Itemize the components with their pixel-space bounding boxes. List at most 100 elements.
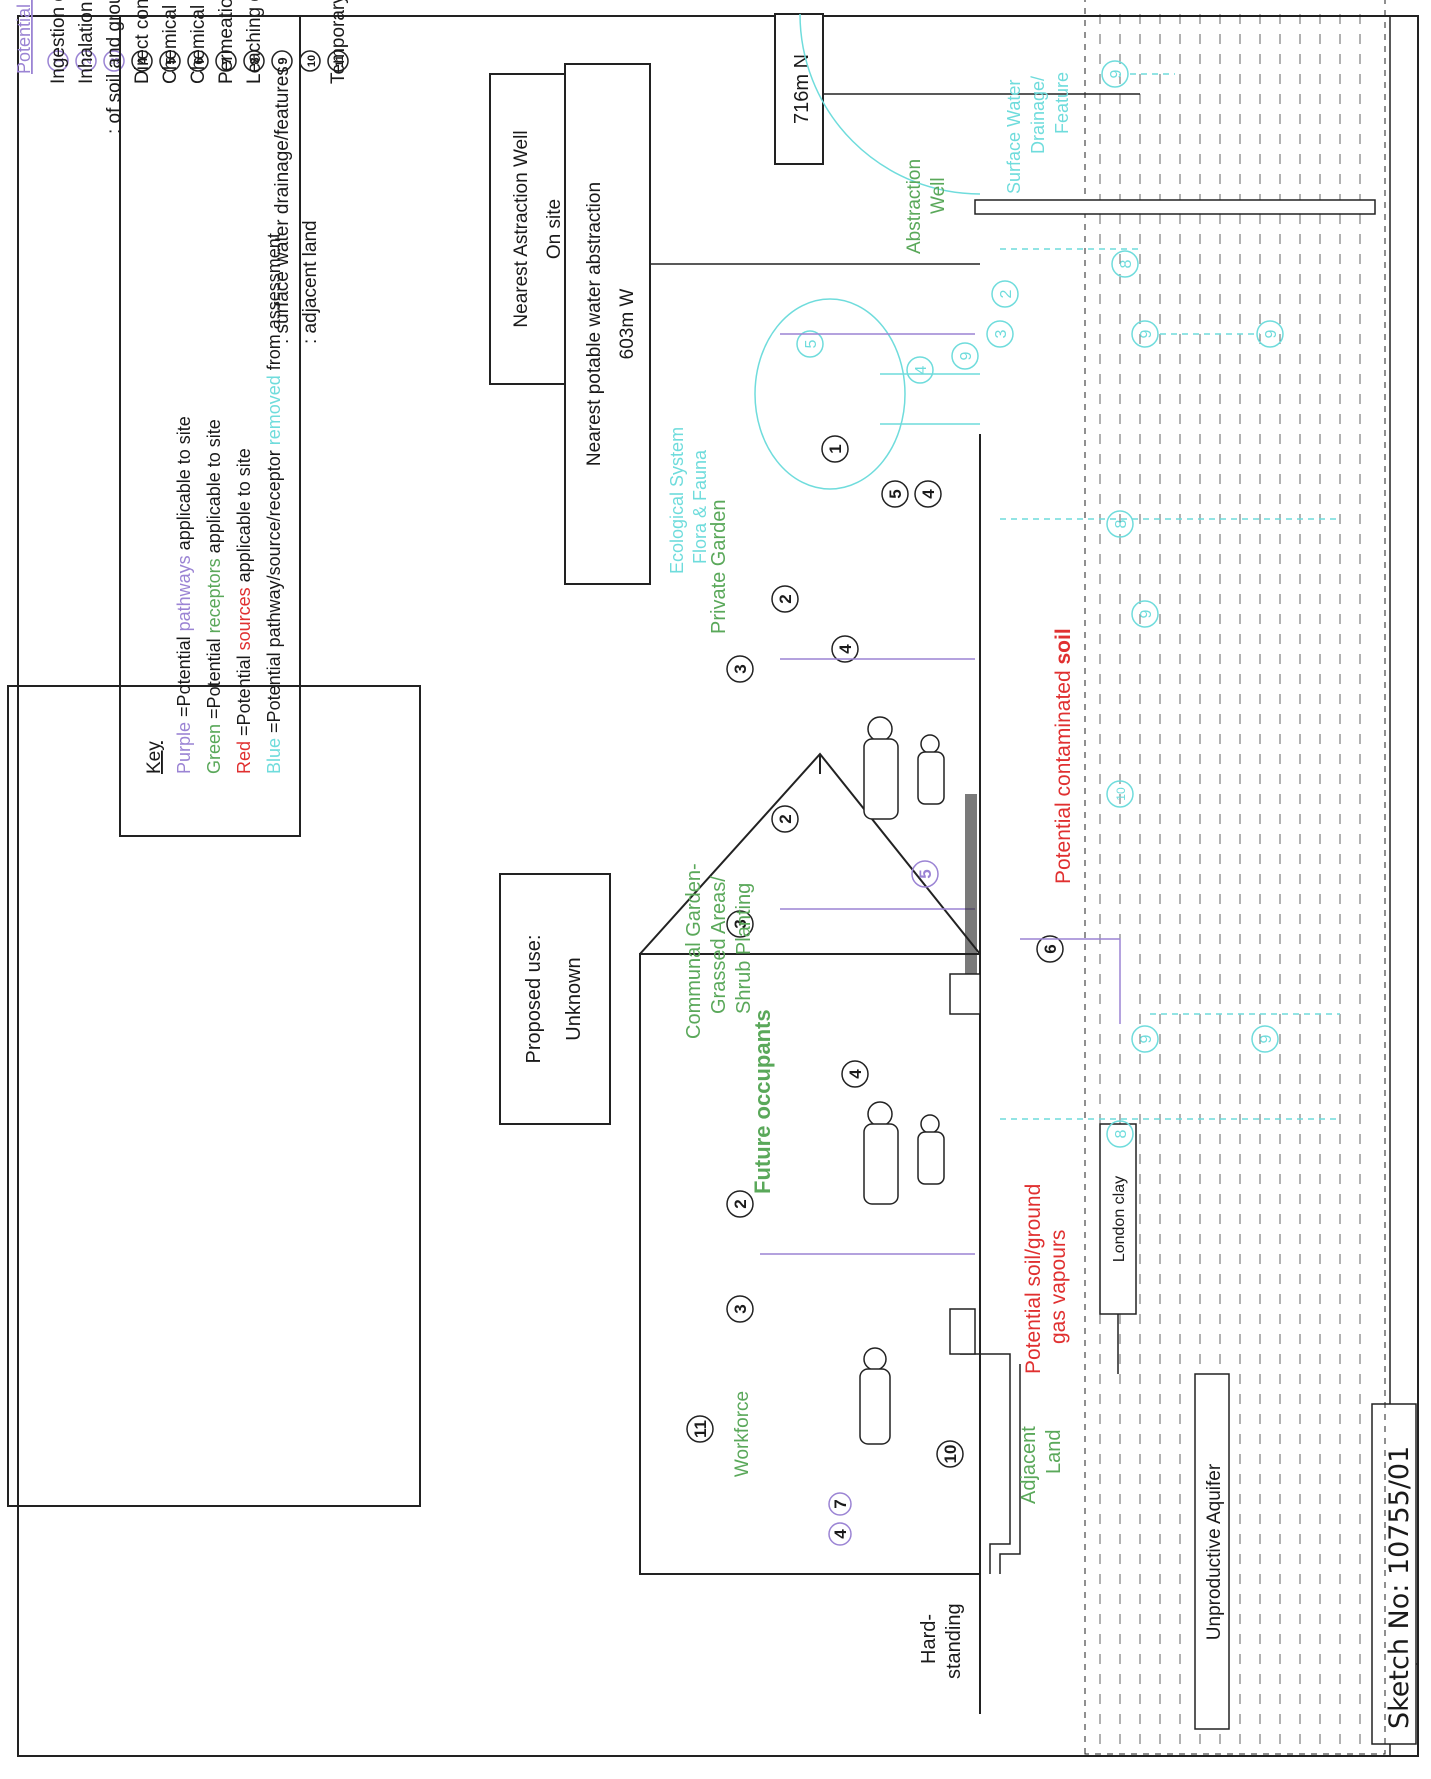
pathway-num: 8 (247, 57, 262, 64)
marker-label: 4 (836, 644, 855, 654)
pathway-num: 3 (107, 57, 122, 64)
marker-label: 2 (998, 289, 1015, 298)
marker-label: 7 (831, 1499, 850, 1508)
workforce-label: Workforce (732, 1391, 753, 1477)
marker-label: 2 (776, 594, 795, 603)
sheet-border (17, 15, 1419, 1757)
leaching-arrows (1000, 73, 1340, 1120)
aquifer-box (1194, 1373, 1230, 1730)
key-tail: applicable to site (204, 419, 224, 553)
communal-line1: Communal Garden- (683, 863, 705, 1039)
pathways-box (7, 685, 421, 1507)
pathway-marker (327, 50, 349, 72)
aquifer-block (1084, 0, 1386, 1755)
marker-label: 9 (1138, 609, 1155, 618)
pathway-num: 9 (275, 57, 290, 64)
pathway-marker (271, 50, 293, 72)
building-wall (639, 953, 980, 1574)
marker-pipe-b (828, 1492, 852, 1516)
marker-label: 3 (731, 1304, 750, 1313)
marker-label: 9 (1258, 1034, 1275, 1043)
marker-label: 4 (913, 365, 930, 374)
foundation-step (949, 973, 981, 1015)
key-row-removed: Blue =Potential pathway/source/receptor … (264, 233, 284, 774)
marker-label: 6 (1041, 944, 1060, 953)
abstraction-well-pipe (974, 199, 1376, 215)
pathway-text: Direct contact with contaminants in soil… (132, 0, 153, 84)
pathway-text: : of soil and ground gas vapours (104, 0, 125, 134)
marker-aq-9a (1131, 1025, 1159, 1053)
marker-label: 10 (1114, 787, 1128, 801)
marker-pipe-a (828, 1522, 852, 1546)
pathway-marker (47, 50, 69, 72)
distance-n-box (774, 13, 824, 165)
pathway-marker (103, 50, 125, 72)
sketch-number-box (1371, 1403, 1417, 1745)
pathway-text: : surface water drainage/features (272, 66, 293, 344)
pathway-marker (243, 50, 265, 72)
marker-aq-9b (1251, 1025, 1279, 1053)
marker-bldg-2 (726, 1190, 754, 1218)
potable-line2: 603m W (617, 289, 638, 360)
surface-line2: Drainage/ (1028, 76, 1048, 154)
future-occupants-label: Future occupants (750, 1009, 775, 1194)
marker-bldg-4 (841, 1060, 869, 1088)
soil-prefix: Potential contaminated (1052, 670, 1075, 884)
pathway-text: Chemical attack to vegetation (160, 0, 181, 84)
proposed-use-box (499, 873, 611, 1125)
key-kind: sources (234, 587, 254, 650)
adjacent-line1: Adjacent (1018, 1426, 1040, 1504)
pathway-marker (159, 50, 181, 72)
marker-gard-5 (881, 480, 909, 508)
marker-label: 9 (1138, 1034, 1155, 1043)
marker-label: 4 (919, 489, 938, 499)
marker-label: 3 (993, 329, 1010, 338)
key-box (119, 15, 301, 837)
key-tail: applicable to site (234, 448, 254, 582)
pathway-text: Ingestion of contaminants attached to ve… (48, 0, 69, 84)
pathway-marker (215, 50, 237, 72)
marker-comm-3 (726, 910, 754, 938)
key-kind: removed (264, 375, 284, 445)
key-row-receptors: Green =Potential receptors applicable to… (204, 419, 224, 774)
potable-line1: Nearest potable water abstraction (584, 182, 605, 466)
workforce-figure (859, 1347, 891, 1445)
marker-eco-4 (906, 356, 934, 384)
marker-label: 2 (776, 814, 795, 823)
pathway-text: Inhalation: of contaminants through soil… (76, 0, 97, 84)
marker-label: 5 (803, 339, 820, 348)
pathway-num: 5 (163, 57, 178, 64)
pathway-text: : adjacent land (300, 220, 321, 344)
key-color-word: Red (234, 741, 254, 774)
marker-label: 4 (846, 1069, 865, 1079)
site-section: Proposed use: Unknown Nearest Astraction… (489, 0, 1386, 1755)
tap-fixture (949, 1308, 976, 1355)
marker-label: 3 (731, 664, 750, 673)
marker-label: 4 (831, 1529, 850, 1539)
eco-line1: Ecological System (667, 427, 687, 574)
marker-label: 11 (691, 1420, 710, 1438)
pathway-text: Leaching of contamination to: a ground w… (244, 0, 265, 84)
marker-label: 8 (1118, 259, 1135, 268)
pathway-num: 7 (219, 57, 234, 64)
key-row-pathways: Purple =Potential pathways applicable to… (174, 416, 194, 774)
key-kind: pathways (174, 555, 194, 631)
private-garden-label: Private Garden (708, 499, 730, 634)
pathway-num: 1 (51, 57, 66, 64)
adjacent-line2: Land (1043, 1430, 1065, 1475)
grass-strip (965, 794, 977, 974)
marker-aq-8c (1111, 250, 1139, 278)
marker-aq-8a (1106, 1120, 1134, 1148)
marker-bldg-3 (726, 1295, 754, 1323)
marker-gard-3 (726, 655, 754, 683)
eco-line2: Flora & Fauna (690, 449, 710, 564)
nearest-well-line2: On site (544, 199, 565, 259)
marker-aq-10 (1106, 780, 1134, 808)
marker-label: 5 (886, 489, 905, 498)
key-mid: =Potential (174, 636, 194, 717)
marker-aq-9c (1131, 600, 1159, 628)
removed-markers: 5 4 3 2 9 9 8 9 9 10 9 8 9 9 (796, 60, 1284, 1148)
